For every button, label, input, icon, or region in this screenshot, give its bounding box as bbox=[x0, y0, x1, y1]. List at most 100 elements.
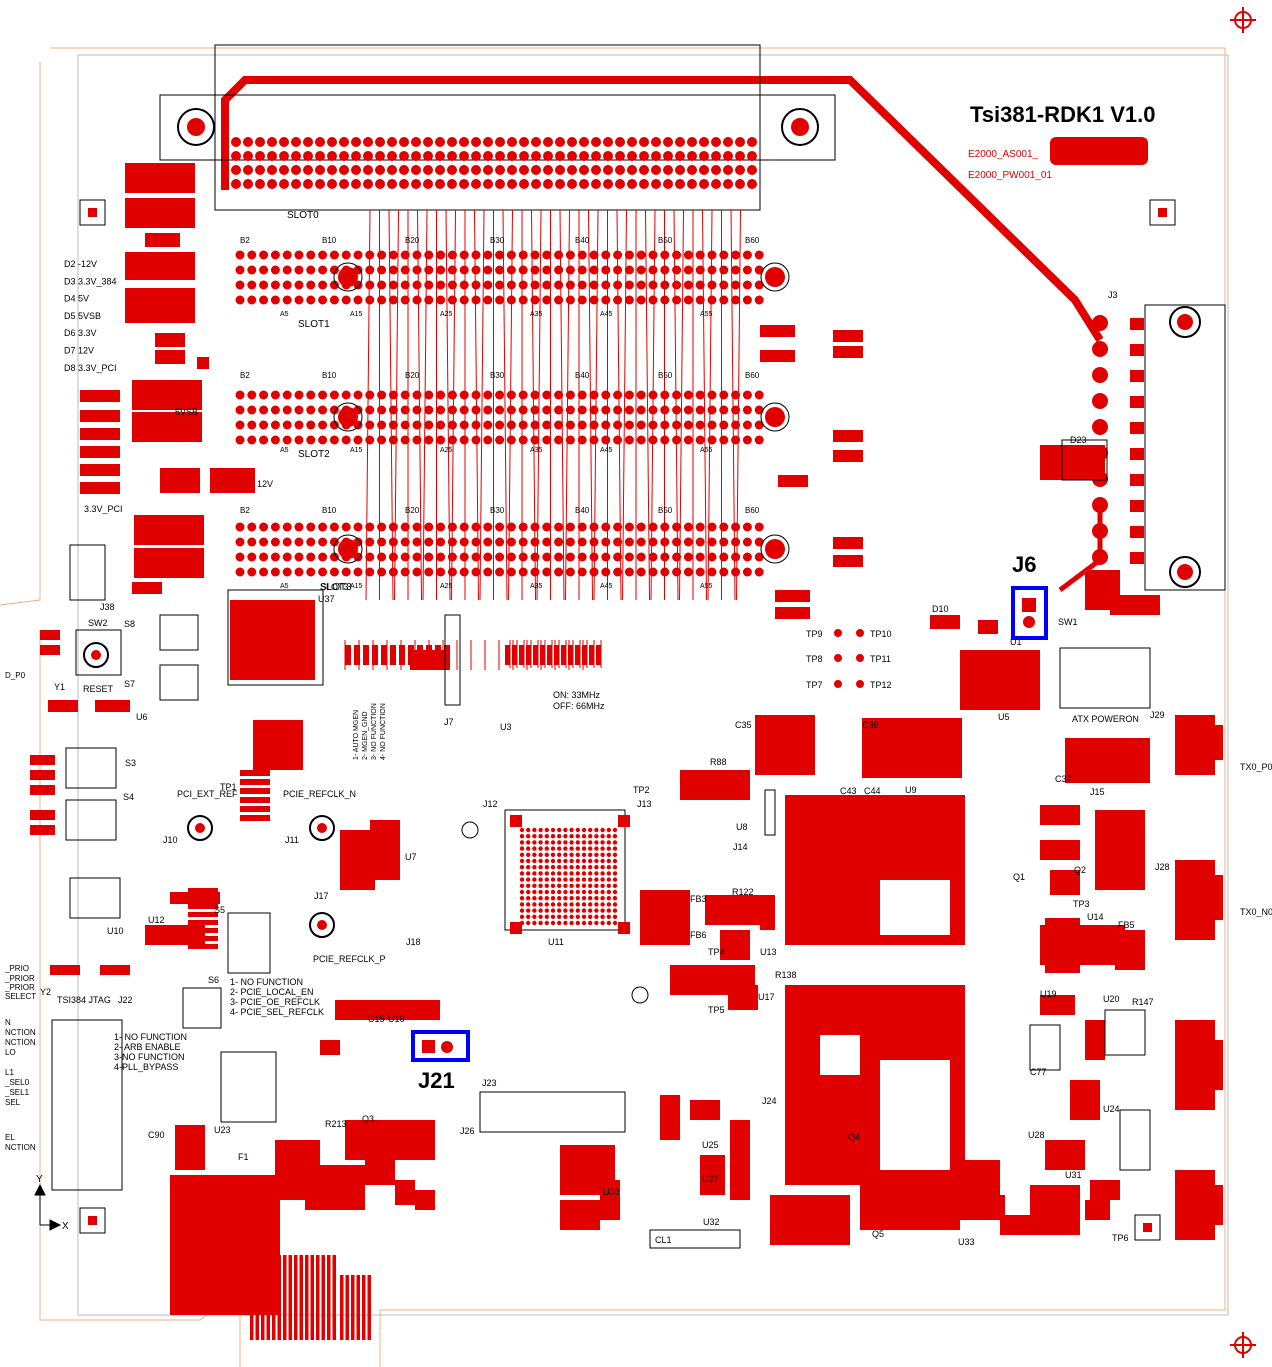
test-point-dots bbox=[834, 629, 864, 688]
edge-label: SEL bbox=[5, 1098, 21, 1107]
component-label: J13 bbox=[637, 799, 652, 809]
component-label: R138 bbox=[775, 970, 797, 980]
slot-pin-label: B20 bbox=[405, 236, 420, 245]
slot-pin-label: B2 bbox=[240, 371, 250, 380]
component-label: PCI_EXT_REF bbox=[177, 789, 238, 799]
slot-label: SLOT1 bbox=[298, 319, 330, 330]
component-label: J26 bbox=[460, 1126, 475, 1136]
edge-label: N bbox=[5, 1018, 11, 1027]
silkscreen-boxes bbox=[51, 439, 1151, 1249]
component-label: TP6 bbox=[1112, 1233, 1129, 1243]
component-label: J24 bbox=[762, 1096, 777, 1106]
component-label: TX0_P0 bbox=[1240, 762, 1272, 772]
s6-note: 4-PLL_BYPASS bbox=[114, 1062, 178, 1072]
u11-bga bbox=[510, 815, 630, 934]
revision-badge bbox=[1050, 137, 1148, 165]
j21-highlight[interactable]: J21 bbox=[411, 1030, 470, 1093]
component-label: S4 bbox=[123, 792, 134, 802]
edge-label: _PRIOR bbox=[4, 983, 35, 992]
slot-label: SLOT3 bbox=[320, 582, 352, 593]
component-label: U1 bbox=[1010, 637, 1022, 647]
trace-bundle bbox=[344, 209, 741, 670]
component-label: U6 bbox=[136, 712, 148, 722]
j6-highlight[interactable]: J6 bbox=[1011, 552, 1048, 640]
component-label: R147 bbox=[1132, 997, 1154, 1007]
axis-indicator: Y X bbox=[34, 1174, 69, 1232]
component-label: Q3 bbox=[362, 1114, 374, 1124]
s5-note: 3- PCIE_OE_REFCLK bbox=[230, 997, 320, 1007]
component-label: Q1 bbox=[1013, 872, 1025, 882]
test-point-label: TP8 bbox=[806, 654, 823, 664]
component-label: U3 bbox=[500, 722, 512, 732]
edge-label: LO bbox=[5, 1048, 16, 1057]
slot-pin-label: A35 bbox=[530, 447, 543, 454]
power-section-holes bbox=[820, 880, 950, 1170]
slot-pin-label: A15 bbox=[350, 583, 363, 590]
s1-note: 3- NO FUNCTION bbox=[371, 703, 378, 760]
slot-pin-label: B40 bbox=[575, 506, 590, 515]
component-label: SW1 bbox=[1058, 617, 1078, 627]
s1-note: 2- MGEN_GND bbox=[362, 711, 369, 760]
component-label: U5 bbox=[998, 712, 1010, 722]
component-label: TX0_N0 bbox=[1240, 907, 1272, 917]
slot-pin-label: B10 bbox=[322, 236, 337, 245]
component-label: J12 bbox=[483, 799, 498, 809]
component-label: Q5 bbox=[872, 1229, 884, 1239]
component-label: R122 bbox=[732, 887, 754, 897]
component-label: FB6 bbox=[690, 930, 707, 940]
edge-label: EL bbox=[5, 1133, 15, 1142]
s6-note: 3-NO FUNCTION bbox=[114, 1052, 185, 1062]
component-label: CL1 bbox=[655, 1235, 672, 1245]
component-label: C37 bbox=[1055, 774, 1072, 784]
board-code-1: E2000_AS001_ bbox=[968, 149, 1039, 160]
slot-pin-label: A5 bbox=[280, 311, 289, 318]
slot-pin-label: B20 bbox=[405, 371, 420, 380]
component-label: C43 bbox=[840, 786, 857, 796]
component-label: J29 bbox=[1150, 710, 1165, 720]
slot-pin-label: B10 bbox=[322, 371, 337, 380]
component-label: D23 bbox=[1070, 435, 1087, 445]
component-label: PCIE_REFCLK_P bbox=[313, 954, 386, 964]
component-label: U10 bbox=[107, 926, 124, 936]
led-label: D5 5VSB bbox=[64, 311, 101, 321]
component-label: SLOT3 bbox=[320, 582, 349, 592]
components bbox=[30, 163, 1223, 1240]
component-label: PCIE_REFCLK_N bbox=[283, 789, 356, 799]
component-label: J7 bbox=[444, 717, 454, 727]
slot-pin-label: A25 bbox=[440, 447, 453, 454]
component-label: J28 bbox=[1155, 862, 1170, 872]
slot-pin-label: A35 bbox=[530, 583, 543, 590]
component-label: F1 bbox=[238, 1152, 249, 1162]
component-label: 12V bbox=[257, 479, 273, 489]
slot0-connector bbox=[159, 44, 836, 211]
component-label: U27 bbox=[702, 1174, 719, 1184]
component-label: R213 bbox=[325, 1119, 347, 1129]
component-label: RESET bbox=[83, 684, 114, 694]
component-label: U13 bbox=[760, 947, 777, 957]
component-label: J23 bbox=[482, 1078, 497, 1088]
led-label: D3 3.3V_384 bbox=[64, 276, 117, 286]
component-label: TP3 bbox=[1073, 899, 1090, 909]
slot-pin-label: B40 bbox=[575, 371, 590, 380]
component-label: FB5 bbox=[1118, 920, 1135, 930]
component-label: U16 bbox=[388, 1014, 405, 1024]
component-label: U33 bbox=[958, 1237, 975, 1247]
slot-pin-label: A45 bbox=[600, 311, 613, 318]
component-label: U24 bbox=[1103, 1104, 1120, 1114]
pcie-edge-fingers bbox=[250, 1255, 371, 1340]
j6-label: J6 bbox=[1012, 552, 1036, 577]
slot-pin-label: A15 bbox=[350, 311, 363, 318]
slot-pin-label: A15 bbox=[350, 447, 363, 454]
slot-pin-label: A45 bbox=[600, 583, 613, 590]
component-label: Q2 bbox=[1074, 865, 1086, 875]
slot-pin-label: B50 bbox=[658, 236, 673, 245]
slot-pin-label: B50 bbox=[658, 371, 673, 380]
s1-note: 4- NO FUNCTION bbox=[380, 703, 387, 760]
slot-label: SLOT2 bbox=[298, 449, 330, 460]
component-label: C35 bbox=[735, 720, 752, 730]
slot-pin-label: B20 bbox=[405, 506, 420, 515]
component-label: U32 bbox=[703, 1217, 720, 1227]
s6-note: 1- NO FUNCTION bbox=[114, 1032, 187, 1042]
edge-label: NCTION bbox=[5, 1143, 36, 1152]
